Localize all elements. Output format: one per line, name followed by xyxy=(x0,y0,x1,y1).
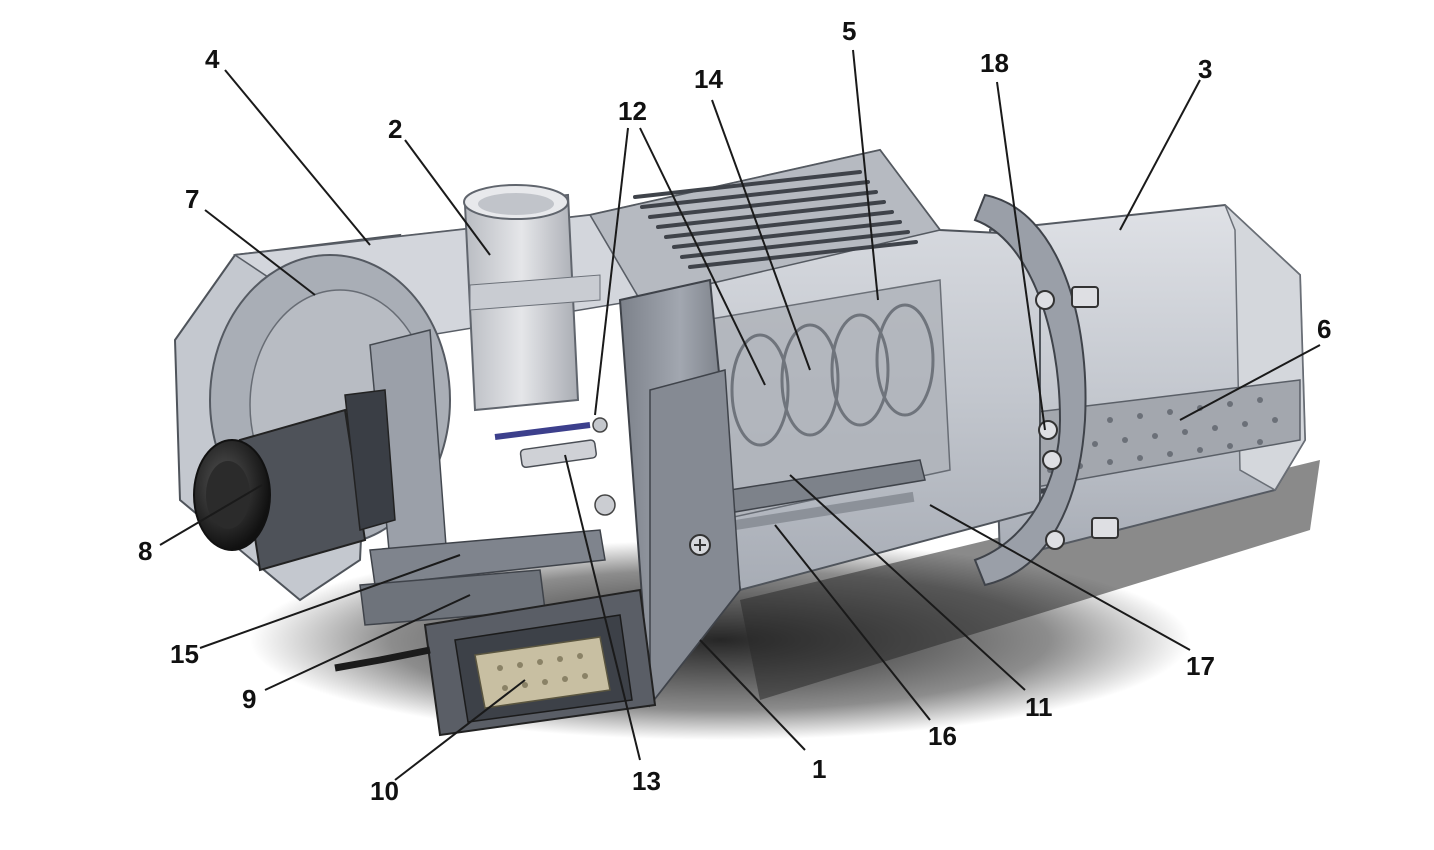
support-plate xyxy=(369,529,606,586)
leader-13 xyxy=(564,454,641,761)
callout-3: 3 xyxy=(1198,54,1212,84)
leader-15 xyxy=(199,554,461,649)
leader-12a xyxy=(594,127,629,416)
callout-13: 13 xyxy=(632,766,661,796)
callout-7: 7 xyxy=(185,184,199,214)
leader-1 xyxy=(699,639,806,751)
leader-17 xyxy=(929,504,1191,651)
callout-6: 6 xyxy=(1317,314,1331,344)
callout-labels: 1 2 3 4 5 6 7 8 9 10 11 12 13 14 15 16 1… xyxy=(138,16,1331,806)
callout-10: 10 xyxy=(370,776,399,806)
leader-lines xyxy=(159,49,1321,781)
combustion-rings xyxy=(730,303,935,447)
callout-4: 4 xyxy=(205,44,220,74)
leader-11 xyxy=(789,474,1026,691)
callout-2: 2 xyxy=(388,114,402,144)
connector-pins xyxy=(474,636,611,709)
leader-9 xyxy=(264,594,471,691)
callout-15: 15 xyxy=(170,639,199,669)
leader-7 xyxy=(204,209,316,296)
leader-8 xyxy=(159,484,263,546)
ground-shadow-right xyxy=(740,460,1320,700)
leader-14 xyxy=(711,99,811,371)
callout-11: 11 xyxy=(1025,692,1053,722)
callout-18: 18 xyxy=(980,48,1009,78)
motor-assembly xyxy=(193,389,396,572)
callout-9: 9 xyxy=(242,684,256,714)
leader-16 xyxy=(774,524,931,721)
leader-2 xyxy=(404,139,491,256)
connector-block xyxy=(334,588,657,737)
callout-1: 1 xyxy=(812,754,826,784)
callout-14: 14 xyxy=(694,64,723,94)
callout-17: 17 xyxy=(1186,651,1215,681)
callout-5: 5 xyxy=(842,16,856,46)
flange-plate xyxy=(618,278,742,708)
leader-5 xyxy=(852,49,879,301)
leader-3 xyxy=(1119,79,1201,231)
leader-4 xyxy=(224,69,371,246)
leader-12b xyxy=(639,127,766,386)
leader-18 xyxy=(996,81,1046,431)
leader-10 xyxy=(394,679,526,781)
glow-plug xyxy=(519,439,598,469)
leader-6 xyxy=(1179,344,1321,421)
igniter-rod xyxy=(494,422,591,440)
bracket-bolts xyxy=(1035,286,1119,550)
inlet-pipe xyxy=(463,184,601,412)
cable xyxy=(334,646,431,672)
inner-assembly xyxy=(359,329,616,626)
callout-16: 16 xyxy=(928,721,957,751)
mounting-bracket xyxy=(973,193,1119,587)
callout-8: 8 xyxy=(138,536,152,566)
callout-12: 12 xyxy=(618,96,647,126)
